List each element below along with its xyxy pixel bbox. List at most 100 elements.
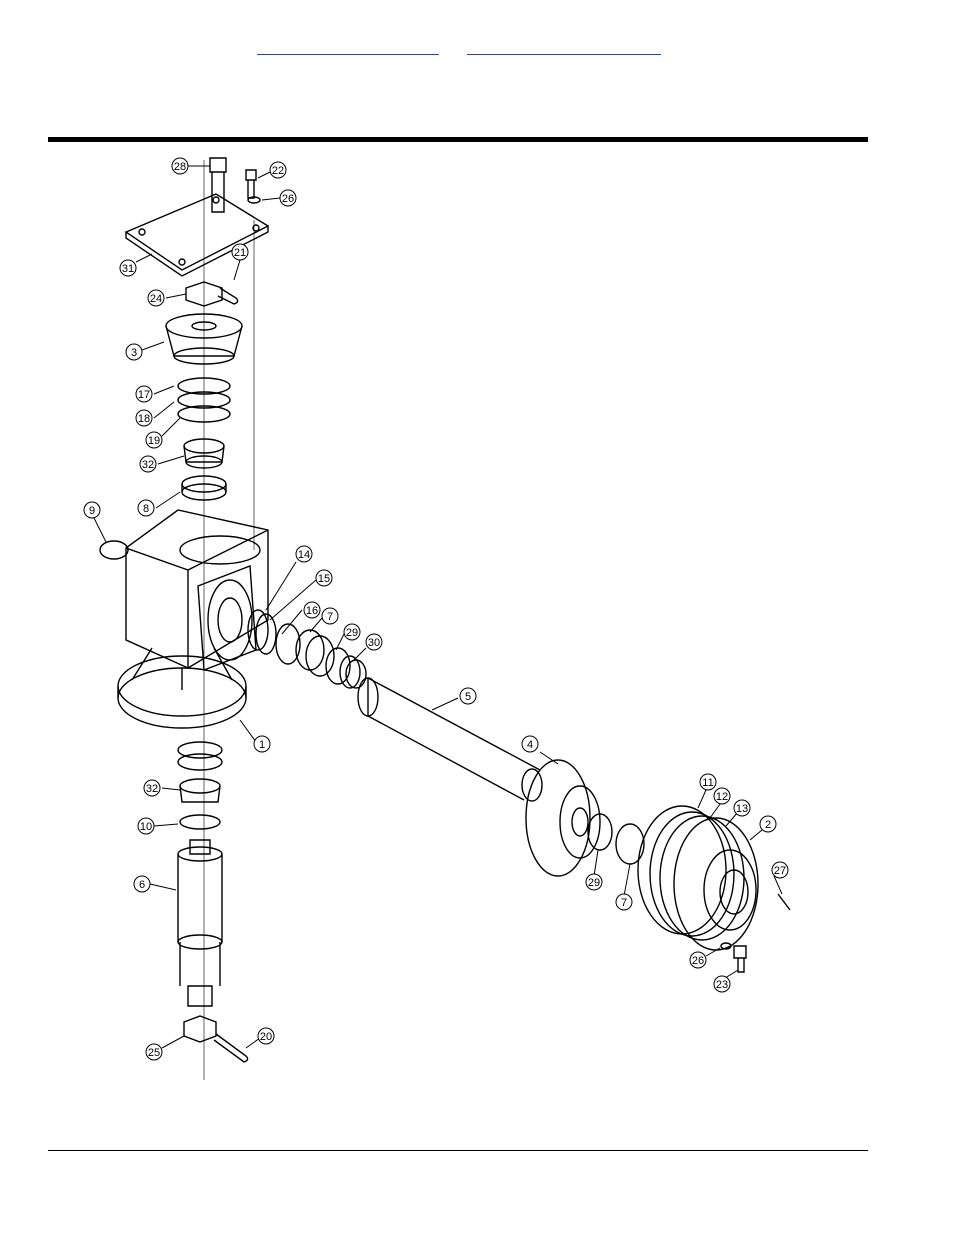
seal-drawing bbox=[255, 613, 277, 655]
callout-number: 32 bbox=[146, 783, 158, 795]
bearing-cup-drawing bbox=[177, 741, 223, 759]
end-cap-drawing bbox=[673, 817, 759, 951]
callout-7: 7 bbox=[321, 607, 339, 625]
nav-link-previous[interactable] bbox=[257, 40, 439, 55]
exploded-parts-diagram: 2822263121243171819328914151672930514111… bbox=[83, 157, 791, 1080]
callout-20: 20 bbox=[257, 1027, 275, 1045]
callout-21: 21 bbox=[231, 243, 249, 261]
bearing-drawing bbox=[183, 438, 225, 469]
callout-27: 27 bbox=[771, 861, 789, 879]
callout-31: 31 bbox=[119, 259, 137, 277]
callout-18: 18 bbox=[135, 409, 153, 427]
callout-26: 26 bbox=[689, 951, 707, 969]
cotter-pin-drawing bbox=[217, 287, 239, 305]
callout-32: 32 bbox=[143, 779, 161, 797]
callout-number: 19 bbox=[148, 435, 160, 447]
callout-16: 16 bbox=[303, 601, 321, 619]
callout-number: 13 bbox=[736, 803, 748, 815]
callout-22: 22 bbox=[269, 161, 287, 179]
callout-number: 9 bbox=[89, 505, 95, 517]
seal-drawing bbox=[247, 609, 269, 651]
callout-number: 22 bbox=[272, 165, 284, 177]
callout-number: 26 bbox=[692, 955, 704, 967]
callout-number: 18 bbox=[138, 413, 150, 425]
cover-plate-drawing bbox=[124, 193, 270, 271]
callout-17: 17 bbox=[135, 385, 153, 403]
callout-number: 12 bbox=[716, 791, 728, 803]
shim-drawing bbox=[177, 377, 231, 395]
callout-number: 26 bbox=[282, 193, 294, 205]
callout-12: 12 bbox=[713, 787, 731, 805]
callout-4: 4 bbox=[521, 735, 539, 753]
bearing-drawing bbox=[325, 647, 351, 685]
callout-number: 7 bbox=[327, 611, 333, 623]
callout-number: 16 bbox=[306, 605, 318, 617]
callout-24: 24 bbox=[147, 289, 165, 307]
gearbox-housing-drawing bbox=[117, 509, 269, 729]
callout-number: 28 bbox=[174, 161, 186, 173]
bearing-drawing bbox=[179, 778, 221, 794]
callout-7: 7 bbox=[615, 893, 633, 911]
callout-14: 14 bbox=[295, 545, 313, 563]
castle-nut-drawing bbox=[185, 281, 223, 307]
nav-link-next[interactable] bbox=[467, 40, 661, 55]
callout-number: 20 bbox=[260, 1031, 272, 1043]
callout-number: 31 bbox=[122, 263, 134, 275]
footer-rule bbox=[48, 1150, 868, 1151]
callout-10: 10 bbox=[137, 817, 155, 835]
callout-number: 1 bbox=[259, 739, 265, 751]
callout-number: 5 bbox=[465, 691, 471, 703]
callout-number: 8 bbox=[143, 503, 149, 515]
callout-number: 27 bbox=[774, 865, 786, 877]
shim-drawing bbox=[177, 391, 231, 409]
callout-number: 4 bbox=[527, 739, 533, 751]
bearing-cup-drawing bbox=[615, 823, 645, 865]
callout-28: 28 bbox=[171, 157, 189, 175]
callout-number: 25 bbox=[148, 1047, 160, 1059]
callout-number: 24 bbox=[150, 293, 162, 305]
bearing-drawing bbox=[587, 813, 613, 851]
bolt-drawing bbox=[777, 893, 791, 911]
callout-9: 9 bbox=[83, 501, 101, 519]
callout-number: 2 bbox=[765, 819, 771, 831]
callout-number: 29 bbox=[588, 877, 600, 889]
bolt-drawing bbox=[733, 945, 747, 973]
callout-number: 7 bbox=[621, 897, 627, 909]
header-rule bbox=[48, 137, 868, 142]
callout-number: 32 bbox=[142, 459, 154, 471]
callout-number: 30 bbox=[368, 637, 380, 649]
callout-23: 23 bbox=[713, 975, 731, 993]
callout-1: 1 bbox=[253, 735, 271, 753]
callout-number: 23 bbox=[716, 979, 728, 991]
callout-5: 5 bbox=[459, 687, 477, 705]
callout-19: 19 bbox=[145, 431, 163, 449]
callout-number: 15 bbox=[318, 573, 330, 585]
output-shaft-drawing bbox=[177, 839, 223, 1007]
bolt-drawing bbox=[245, 169, 257, 199]
callout-32: 32 bbox=[139, 455, 157, 473]
callout-29: 29 bbox=[585, 873, 603, 891]
snap-ring-drawing bbox=[345, 659, 367, 689]
callout-number: 10 bbox=[140, 821, 152, 833]
callout-8: 8 bbox=[137, 499, 155, 517]
snap-ring-drawing bbox=[99, 540, 129, 560]
callout-26: 26 bbox=[279, 189, 297, 207]
callout-number: 3 bbox=[131, 347, 137, 359]
callout-3: 3 bbox=[125, 343, 143, 361]
bevel-gear-drawing bbox=[165, 313, 243, 365]
seal-drawing bbox=[179, 814, 221, 830]
washer-drawing bbox=[247, 196, 261, 204]
callout-number: 17 bbox=[138, 389, 150, 401]
callout-number: 6 bbox=[139, 879, 145, 891]
callout-6: 6 bbox=[133, 875, 151, 893]
callout-number: 14 bbox=[298, 549, 310, 561]
pinion-gear-drawing bbox=[525, 759, 601, 877]
input-shaft-drawing bbox=[357, 677, 543, 802]
castle-nut-drawing bbox=[183, 1015, 217, 1043]
callout-11: 11 bbox=[699, 773, 717, 791]
callout-number: 21 bbox=[234, 247, 246, 259]
cotter-pin-drawing bbox=[213, 1033, 249, 1063]
callout-25: 25 bbox=[145, 1043, 163, 1061]
shim-drawing bbox=[177, 405, 231, 423]
callout-2: 2 bbox=[759, 815, 777, 833]
